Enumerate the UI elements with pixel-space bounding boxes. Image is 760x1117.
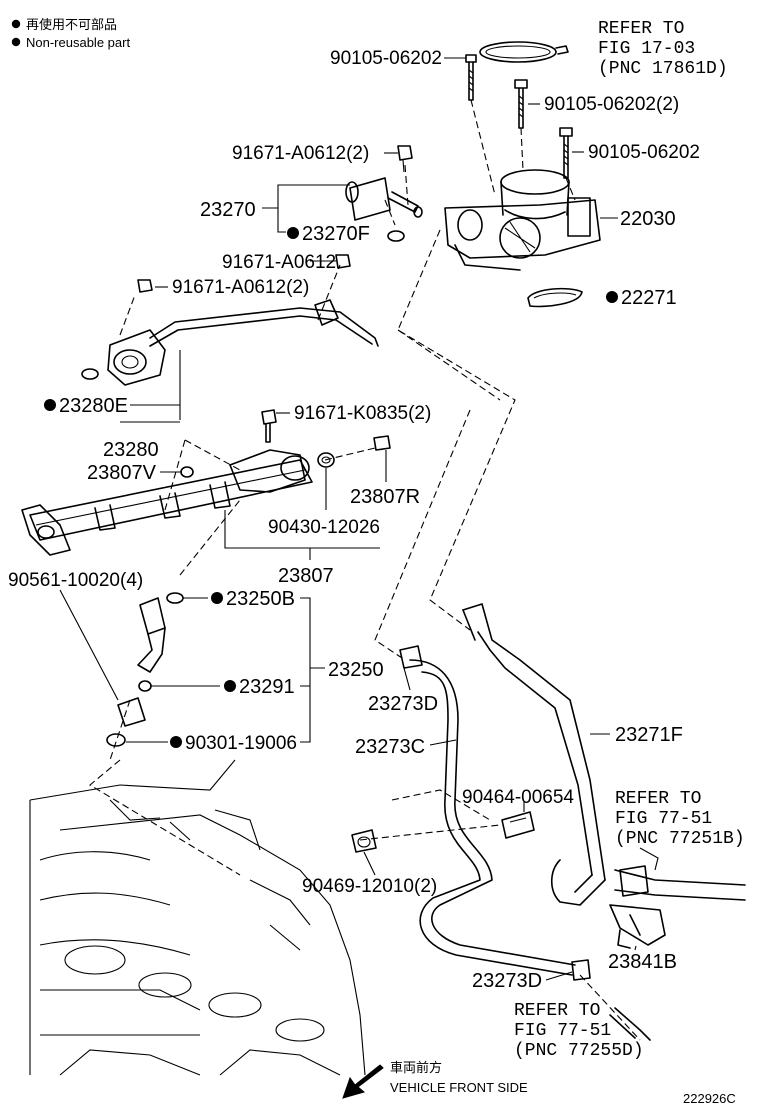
label-91671-a0612-2: 91671-A0612(2): [172, 277, 309, 298]
refer-to-fig-77-51-77255d[interactable]: REFER TO FIG 77-51 (PNC 77255D): [514, 1001, 644, 1061]
ref3-line1: REFER TO: [514, 1001, 600, 1021]
label-23270f: 23270F: [302, 223, 370, 245]
ref2-line1: REFER TO: [615, 789, 701, 809]
label-23271f: 23271F: [615, 724, 683, 746]
direction-jp: 車両前方: [390, 1060, 442, 1075]
legend-bullet-icon: [11, 37, 21, 47]
label-23273c: 23273C: [355, 736, 425, 758]
gasket-22271: [527, 287, 583, 308]
label-23291: 23291: [239, 676, 295, 698]
bolt-90105-mid: [514, 79, 528, 171]
direction-en: VEHICLE FRONT SIDE: [390, 1080, 528, 1095]
figure-code: 222926C: [683, 1091, 736, 1106]
label-23250b: 23250B: [226, 588, 295, 610]
throttle-body-22030: [444, 169, 601, 271]
label-23280e: 23280E: [59, 395, 128, 417]
fuel-rail-23807: [21, 409, 391, 556]
injector-23250: [106, 592, 184, 747]
label-23270: 23270: [200, 199, 256, 221]
label-91671-a0612: 91671-A0612: [222, 252, 336, 273]
label-90105-06202-2: 90105-06202(2): [544, 94, 679, 115]
label-91671-a0612-2-top: 91671-A0612(2): [232, 143, 369, 164]
label-91671-k0835-2: 91671-K0835(2): [294, 403, 431, 424]
legend-en: Non-reusable part: [26, 35, 130, 50]
ref1-line2[interactable]: FIG 17-03: [598, 39, 695, 59]
front-arrow-icon: [342, 1064, 384, 1099]
label-23807: 23807: [278, 565, 334, 587]
label-90105-06202-top: 90105-06202: [330, 48, 442, 69]
label-22271: 22271: [621, 287, 677, 309]
engine-block-drawing: [29, 759, 366, 1076]
leader-lines: [59, 57, 659, 981]
label-90430-12026: 90430-12026: [268, 517, 380, 538]
label-90561-10020-4: 90561-10020(4): [8, 570, 143, 591]
label-23807r: 23807R: [350, 486, 420, 508]
non-reusable-bullet-icon: [606, 291, 618, 303]
clamp-90464: [501, 811, 535, 839]
clamp-90469: [351, 829, 377, 853]
hose-23271f: [462, 603, 746, 906]
refer-to-fig-17-03[interactable]: REFER TO FIG 17-03 (PNC 17861D): [598, 19, 728, 79]
ref1-line1: REFER TO: [598, 19, 684, 39]
legend: 再使用不可部品 Non-reusable part: [11, 17, 130, 50]
damper-23280: [81, 254, 379, 386]
ref3-line3[interactable]: (PNC 77255D): [514, 1041, 644, 1061]
valve-23270: [345, 145, 423, 242]
label-23273d-top: 23273D: [368, 693, 438, 715]
label-23280: 23280: [103, 439, 159, 461]
pipe-ref3: [609, 1007, 651, 1041]
ref2-line2[interactable]: FIG 77-51: [615, 809, 712, 829]
non-reusable-bullet-icon: [224, 680, 236, 692]
gasket-ring-top: [479, 41, 569, 63]
bracket-23841b: [609, 904, 666, 949]
non-reusable-bullet-icon: [287, 227, 299, 239]
label-23250: 23250: [328, 659, 384, 681]
hose-23273c: [399, 645, 591, 981]
label-23841b: 23841B: [608, 951, 677, 973]
label-90105-06202-right: 90105-06202: [588, 142, 700, 163]
label-23807v: 23807V: [87, 462, 157, 484]
bolt-90105-right: [559, 127, 576, 201]
label-90469-12010-2: 90469-12010(2): [302, 876, 437, 897]
label-23273d-bottom: 23273D: [472, 970, 542, 992]
part-labels: 90105-06202 90105-06202(2) 90105-06202 9…: [8, 48, 700, 992]
non-reusable-bullet-icon: [44, 399, 56, 411]
ref3-line2[interactable]: FIG 77-51: [514, 1021, 611, 1041]
ref1-line3[interactable]: (PNC 17861D): [598, 59, 728, 79]
label-90464-00654: 90464-00654: [462, 787, 574, 808]
refer-to-fig-77-51-77251b[interactable]: REFER TO FIG 77-51 (PNC 77251B): [615, 789, 745, 849]
legend-bullet-icon: [11, 19, 21, 29]
vehicle-front-direction: 車両前方 VEHICLE FRONT SIDE: [342, 1060, 528, 1099]
ref2-line3[interactable]: (PNC 77251B): [615, 829, 745, 849]
label-90301-19006: 90301-19006: [185, 733, 297, 754]
legend-jp: 再使用不可部品: [26, 17, 117, 32]
non-reusable-bullet-icon: [211, 592, 223, 604]
non-reusable-bullet-icon: [170, 736, 182, 748]
label-22030: 22030: [620, 208, 676, 230]
bolt-90105-top: [465, 54, 496, 196]
